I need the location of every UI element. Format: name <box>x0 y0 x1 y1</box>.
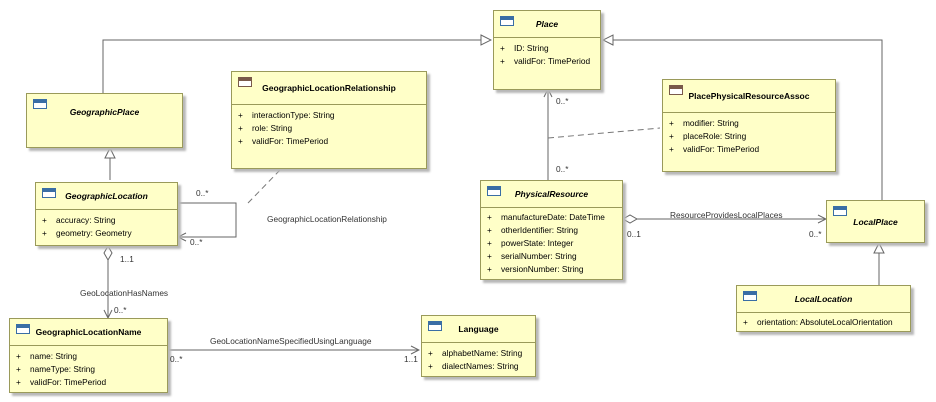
class-geographiclocationname[interactable]: GeographicLocationName +name: String +na… <box>9 318 168 393</box>
class-icon <box>487 186 501 196</box>
class-geographiclocation[interactable]: GeographicLocation +accuracy: String +ge… <box>35 182 178 246</box>
attribute: +accuracy: String <box>42 215 116 225</box>
attribute: +validFor: TimePeriod <box>238 136 329 146</box>
attribute: +orientation: AbsoluteLocalOrientation <box>743 317 893 327</box>
class-placephysicalresourceassoc[interactable]: PlacePhysicalResourceAssoc +modifier: St… <box>662 79 836 172</box>
attribute: +ID: String <box>500 43 549 53</box>
attribute: +serialNumber: String <box>487 251 577 261</box>
association-name: ResourceProvidesLocalPlaces <box>670 210 783 220</box>
multiplicity-label: 0..* <box>190 237 203 247</box>
class-icon <box>33 99 47 109</box>
assocclass-link-placephys <box>547 127 661 139</box>
class-name: Language <box>458 324 499 334</box>
class-icon <box>42 188 56 198</box>
class-geographicplace[interactable]: GeographicPlace <box>26 93 183 148</box>
attribute: +dialectNames: String <box>428 361 519 371</box>
attribute: +name: String <box>16 351 78 361</box>
multiplicity-label: 1..1 <box>404 354 418 364</box>
class-geographiclocationrelationship[interactable]: GeographicLocationRelationship +interact… <box>231 71 427 169</box>
attribute: +interactionType: String <box>238 110 335 120</box>
association-name: GeoLocationHasNames <box>80 288 169 298</box>
class-physicalresource[interactable]: PhysicalResource +manufactureDate: DateT… <box>480 180 623 280</box>
class-icon <box>428 321 442 331</box>
assocclass-link-geolocrel <box>247 169 281 204</box>
attribute: +role: String <box>238 123 293 133</box>
generalization-localplace-place <box>603 40 883 200</box>
multiplicity-label: 0..1 <box>627 229 641 239</box>
association-name: GeoLocationNameSpecifiedUsingLanguage <box>210 336 372 346</box>
class-icon <box>500 16 514 26</box>
class-localplace[interactable]: LocalPlace <box>826 200 925 243</box>
class-icon <box>743 291 757 301</box>
class-name: Place <box>535 19 559 29</box>
multiplicity-label: 0..* <box>114 305 127 315</box>
class-place[interactable]: Place +ID: String +validFor: TimePeriod <box>493 10 601 90</box>
multiplicity-label: 1..1 <box>120 254 134 264</box>
class-name: GeographicLocationName <box>35 327 142 337</box>
attribute: +alphabetName: String <box>428 348 523 358</box>
class-name: GeographicPlace <box>69 106 140 117</box>
attribute: +validFor: TimePeriod <box>500 56 591 66</box>
association-name: GeographicLocationRelationship <box>267 214 387 224</box>
class-name: GeographicLocationRelationship <box>262 83 396 93</box>
multiplicity-label: 0..* <box>196 188 209 198</box>
class-name: PhysicalResource <box>514 189 589 199</box>
attribute: +placeRole: String <box>669 131 747 141</box>
class-language[interactable]: Language +alphabetName: String +dialectN… <box>421 315 536 377</box>
attribute: +validFor: TimePeriod <box>669 144 760 154</box>
class-icon <box>833 206 847 216</box>
attribute: +nameType: String <box>16 364 96 374</box>
attribute: +modifier: String <box>669 118 739 128</box>
multiplicity-label: 0..* <box>556 96 569 106</box>
attribute: +geometry: Geometry <box>42 228 132 238</box>
generalization-geographicplace-place <box>102 40 491 93</box>
attribute: +validFor: TimePeriod <box>16 377 107 387</box>
class-name: LocalLocation <box>794 294 853 304</box>
association-class-icon <box>669 85 683 95</box>
multiplicity-label: 0..* <box>556 164 569 174</box>
multiplicity-label: 0..* <box>809 229 822 239</box>
class-icon <box>16 324 30 334</box>
attribute: +otherIdentifier: String <box>487 225 579 235</box>
attribute: +versionNumber: String <box>487 264 584 274</box>
association-class-icon <box>238 77 252 87</box>
class-name: PlacePhysicalResourceAssoc <box>688 91 810 101</box>
class-locallocation[interactable]: LocalLocation +orientation: AbsoluteLoca… <box>736 285 911 332</box>
class-name: GeographicLocation <box>65 191 148 201</box>
class-name: LocalPlace <box>853 216 898 227</box>
attribute: +powerState: Integer <box>487 238 574 248</box>
multiplicity-label: 0..* <box>170 354 183 364</box>
attribute: +manufactureDate: DateTime <box>487 212 605 222</box>
association-geographiclocation-self <box>178 203 237 237</box>
